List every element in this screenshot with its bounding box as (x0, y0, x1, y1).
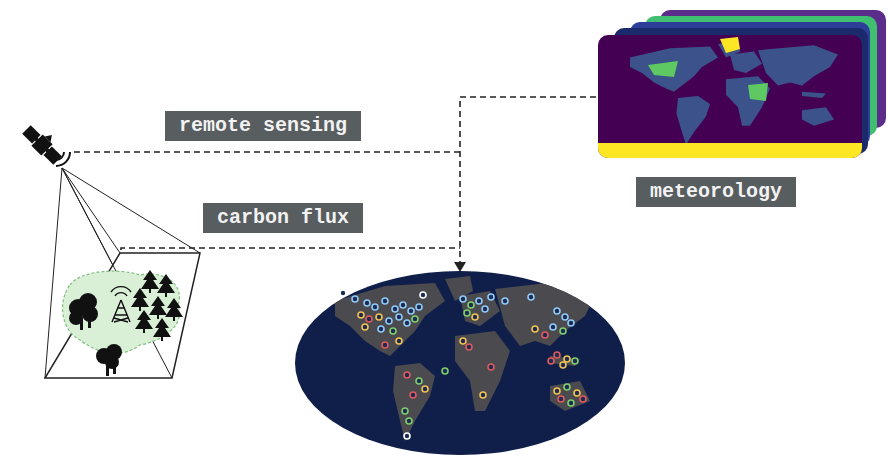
station-dot (560, 328, 566, 334)
station-dot (420, 292, 426, 298)
field-footprint (45, 168, 200, 378)
satellite-icon (21, 120, 68, 167)
station-dot (528, 294, 534, 300)
station-dot (564, 356, 570, 362)
station-dot (392, 306, 398, 312)
station-dot (390, 328, 396, 334)
station-dot (352, 296, 358, 302)
station-dot (400, 302, 406, 308)
station-dot (404, 433, 410, 439)
station-dot (468, 302, 474, 308)
station-dot (358, 312, 364, 318)
station-dot (568, 400, 574, 406)
station-dot (572, 358, 578, 364)
label-text: remote sensing (179, 114, 347, 138)
station-dot (422, 386, 428, 392)
station-dot (488, 294, 494, 300)
station-dot (376, 314, 382, 320)
label-box: carbon flux (203, 203, 363, 233)
station-dot (410, 392, 416, 398)
station-dot (558, 396, 564, 402)
station-dot (480, 392, 486, 398)
station-dot (482, 306, 488, 312)
station-dot (406, 418, 412, 424)
station-dot (382, 342, 388, 348)
station-dot (408, 308, 414, 314)
station-dot (404, 372, 410, 378)
station-dot (548, 358, 554, 364)
station-dot (460, 338, 466, 344)
station-dot (362, 324, 368, 330)
station-dot (382, 298, 388, 304)
station-dot (532, 326, 538, 332)
meteorology-maps (598, 10, 886, 158)
station-dot (488, 364, 494, 370)
station-dot (466, 344, 472, 350)
station-dot (580, 396, 586, 402)
station-dot (378, 326, 384, 332)
station-dot (396, 314, 402, 320)
station-dot (476, 298, 482, 304)
station-dot (372, 304, 378, 310)
station-dot (416, 304, 422, 310)
station-dot (404, 320, 410, 326)
station-dot (554, 388, 560, 394)
station-dot (550, 324, 556, 330)
station-dot (542, 332, 548, 338)
station-dot (366, 316, 372, 322)
world-map (295, 271, 625, 455)
arrow-head (454, 262, 466, 272)
station-dot (560, 362, 566, 368)
station-dot (442, 368, 448, 374)
station-dot (412, 316, 418, 322)
station-dot (554, 352, 560, 358)
flux-tower (111, 287, 131, 322)
label-text: carbon flux (217, 206, 349, 230)
signal-waves (56, 152, 70, 166)
station-dot (364, 300, 370, 306)
station-dot (554, 308, 560, 314)
station-dot (460, 296, 466, 302)
station-dot (386, 318, 392, 324)
station-dot (472, 314, 478, 320)
station-dot (416, 378, 422, 384)
label-text: meteorology (650, 180, 782, 204)
station-dot (564, 384, 570, 390)
station-dot (568, 320, 574, 326)
station-dot (464, 310, 470, 316)
station-dot (562, 314, 568, 320)
station-dot (340, 290, 346, 296)
label-box: remote sensing (165, 111, 361, 141)
station-dot (402, 408, 408, 414)
station-dot (396, 338, 402, 344)
station-dot (574, 390, 580, 396)
station-dot (502, 298, 508, 304)
label-box: meteorology (636, 177, 796, 207)
